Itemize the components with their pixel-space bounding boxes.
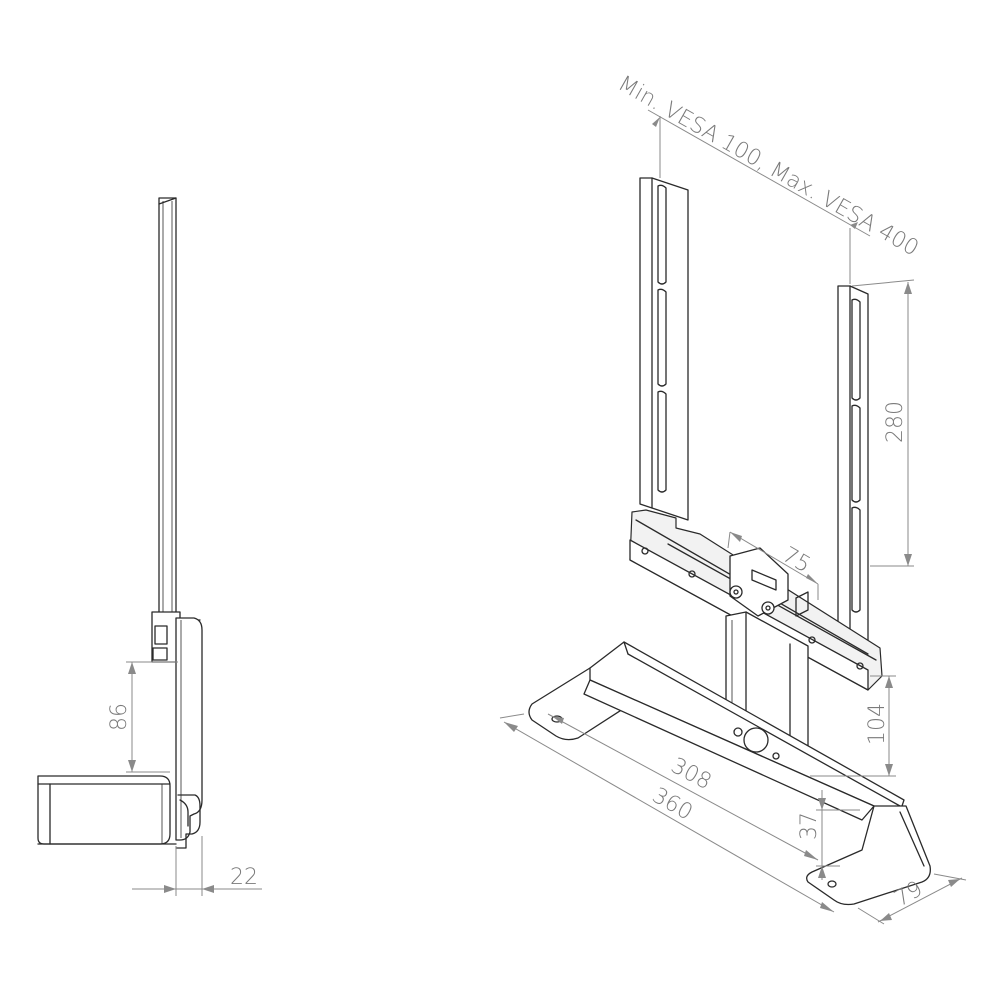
dimension-104-label: 104 xyxy=(865,703,890,745)
iso-right-arm xyxy=(837,285,869,657)
dimension-22: 22 xyxy=(132,836,262,896)
side-base-box xyxy=(37,775,177,845)
dimension-104: 104 xyxy=(810,675,896,777)
dimension-22-label: 22 xyxy=(230,865,258,890)
iso-base xyxy=(528,641,931,906)
side-view: 86 22 xyxy=(37,197,262,896)
dimension-280-label: 280 xyxy=(883,401,908,443)
dimension-280: 280 xyxy=(851,279,915,567)
dimension-86-label: 86 xyxy=(107,703,132,731)
iso-view: Min. VESA 100, Max. VESA 400 280 75 xyxy=(499,71,967,925)
dimension-37: 37 xyxy=(797,790,860,880)
dimension-308-label: 308 xyxy=(667,753,716,795)
side-rear-plate xyxy=(175,617,203,849)
dimension-37-label: 37 xyxy=(797,812,822,840)
dimension-86: 86 xyxy=(107,661,178,773)
side-arm xyxy=(158,197,177,619)
iso-left-arm xyxy=(639,177,689,521)
